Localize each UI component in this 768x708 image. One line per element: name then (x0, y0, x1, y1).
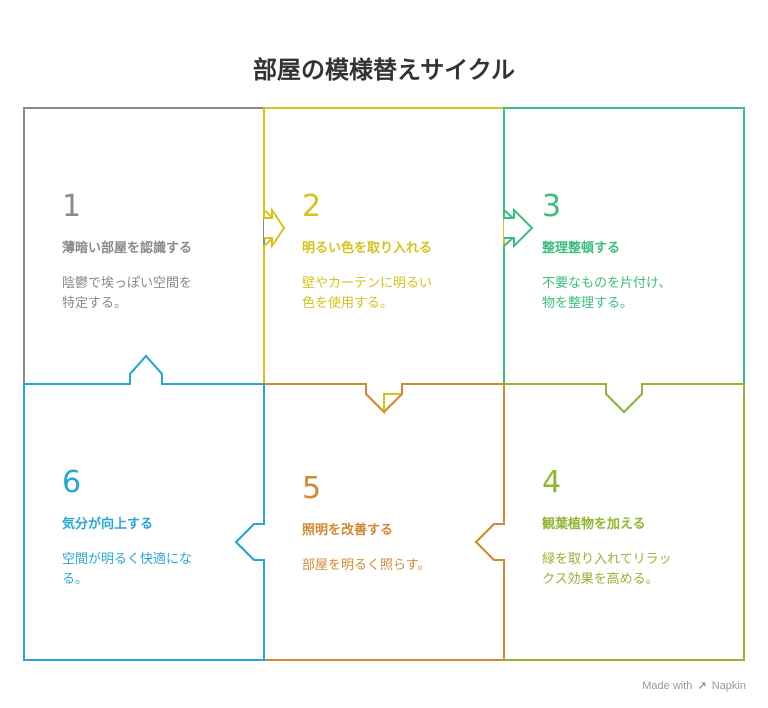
step-6-description: 空間が明るく快適にな る。 (62, 552, 193, 587)
step-2: 2 明るい色を取り入れる 壁やカーテンに明るい 色を使用する。 (302, 192, 502, 314)
step-6-frame (23, 354, 265, 661)
step-4: 4 観葉植物を加える 緑を取り入れてリラッ クス効果を高める。 (542, 468, 742, 590)
arrow-1-to-2 (263, 206, 286, 250)
watermark-brand: Napkin (711, 680, 746, 692)
step-3-description: 不要なものを片付け、 物を整理する。 (542, 276, 672, 311)
step-2-description: 壁やカーテンに明るい 色を使用する。 (302, 276, 433, 311)
page-title: 部屋の模様替えサイクル (252, 56, 516, 84)
step-5: 5 照明を改善する 部屋を明るく照らす。 (302, 474, 502, 576)
step-1-description: 陰鬱で埃っぽい空間を 特定する。 (62, 276, 193, 311)
arrow-2-to-3 (503, 207, 534, 249)
step-2-number: 2 (302, 189, 322, 224)
step-1-number: 1 (62, 189, 82, 224)
step-6-number: 6 (62, 465, 82, 500)
watermark-prefix: Made with (642, 680, 693, 692)
napkin-logo-icon: ↗ (697, 680, 707, 692)
step-4-description: 緑を取り入れてリラッ クス効果を高める。 (542, 552, 672, 587)
step-4-number: 4 (542, 465, 562, 500)
step-6-heading: 気分が向上する (62, 517, 154, 532)
step-1: 1 薄暗い部屋を認識する 陰鬱で埃っぽい空間を 特定する。 (62, 192, 262, 314)
step-3: 3 整理整頓する 不要なものを片付け、 物を整理する。 (542, 192, 742, 314)
made-with-napkin-watermark: Made with ↗ Napkin (642, 679, 746, 692)
step-3-heading: 整理整頓する (542, 241, 621, 256)
step-3-number: 3 (542, 189, 562, 224)
step-1-heading: 薄暗い部屋を認識する (62, 241, 193, 256)
step-5-description: 部屋を明るく照らす。 (302, 558, 431, 573)
step-5-number: 5 (302, 471, 322, 506)
step-6: 6 気分が向上する 空間が明るく快適にな る。 (62, 468, 262, 590)
step-5-heading: 照明を改善する (302, 523, 394, 538)
step-2-heading: 明るい色を取り入れる (302, 241, 433, 256)
step-4-heading: 観葉植物を加える (542, 517, 646, 532)
